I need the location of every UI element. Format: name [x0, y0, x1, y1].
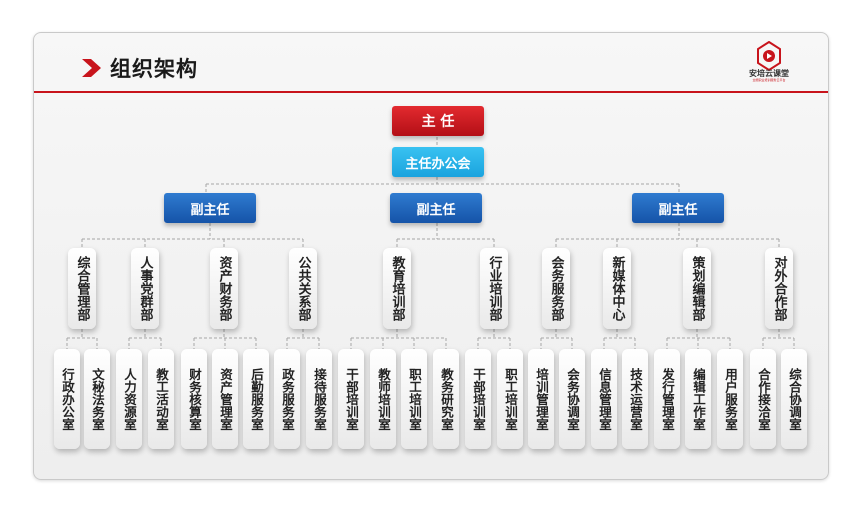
- office-card: 资产管理室: [212, 349, 238, 449]
- deputy-director-box: 副主任: [632, 193, 724, 223]
- office-card: 行政办公室: [54, 349, 80, 449]
- office-card: 合作接洽室: [750, 349, 776, 449]
- header-bar: 组织架构 安培云课堂 全能职业培训服务云平台: [34, 33, 828, 93]
- office-card: 编辑工作室: [685, 349, 711, 449]
- department-card: 资产财务部: [210, 248, 238, 329]
- deputy-director-box: 副主任: [164, 193, 256, 223]
- director-office-box: 主任办公会: [392, 147, 484, 177]
- logo-icon: [757, 41, 781, 71]
- slide: 组织架构 安培云课堂 全能职业培训服务云平台: [33, 32, 829, 480]
- office-card: 教务研究室: [433, 349, 459, 449]
- department-card: 教育培训部: [383, 248, 411, 329]
- office-card: 教工活动室: [148, 349, 174, 449]
- deputy-director-box: 副主任: [390, 193, 482, 223]
- chevron-right-icon: [82, 59, 101, 77]
- office-card: 政务服务室: [274, 349, 300, 449]
- office-card: 教师培训室: [370, 349, 396, 449]
- office-card: 后勤服务室: [243, 349, 269, 449]
- logo-subtitle: 全能职业培训服务云平台: [752, 78, 786, 82]
- office-card: 信息管理室: [591, 349, 617, 449]
- department-card: 对外合作部: [765, 248, 793, 329]
- department-card: 公共关系部: [289, 248, 317, 329]
- department-card: 会务服务部: [542, 248, 570, 329]
- office-card: 干部培训室: [338, 349, 364, 449]
- director-box: 主 任: [392, 106, 484, 136]
- page-title: 组织架构: [110, 57, 198, 81]
- department-card: 综合管理部: [68, 248, 96, 329]
- office-card: 干部培训室: [465, 349, 491, 449]
- office-card: 职工培训室: [497, 349, 523, 449]
- department-card: 新媒体中心: [603, 248, 631, 329]
- office-card: 财务核算室: [181, 349, 207, 449]
- office-card: 技术运营室: [622, 349, 648, 449]
- office-card: 接待服务室: [306, 349, 332, 449]
- logo-text: 安培云课堂: [749, 69, 789, 78]
- department-card: 策划编辑部: [683, 248, 711, 329]
- department-card: 人事党群部: [131, 248, 159, 329]
- office-card: 文秘法务室: [84, 349, 110, 449]
- office-card: 职工培训室: [401, 349, 427, 449]
- office-card: 用户服务室: [717, 349, 743, 449]
- office-card: 培训管理室: [528, 349, 554, 449]
- office-card: 会务协调室: [559, 349, 585, 449]
- office-card: 综合协调室: [781, 349, 807, 449]
- logo: 安培云课堂 全能职业培训服务云平台: [736, 41, 802, 87]
- office-card: 发行管理室: [654, 349, 680, 449]
- office-card: 人力资源室: [116, 349, 142, 449]
- org-connectors: [66, 137, 795, 349]
- department-card: 行业培训部: [480, 248, 508, 329]
